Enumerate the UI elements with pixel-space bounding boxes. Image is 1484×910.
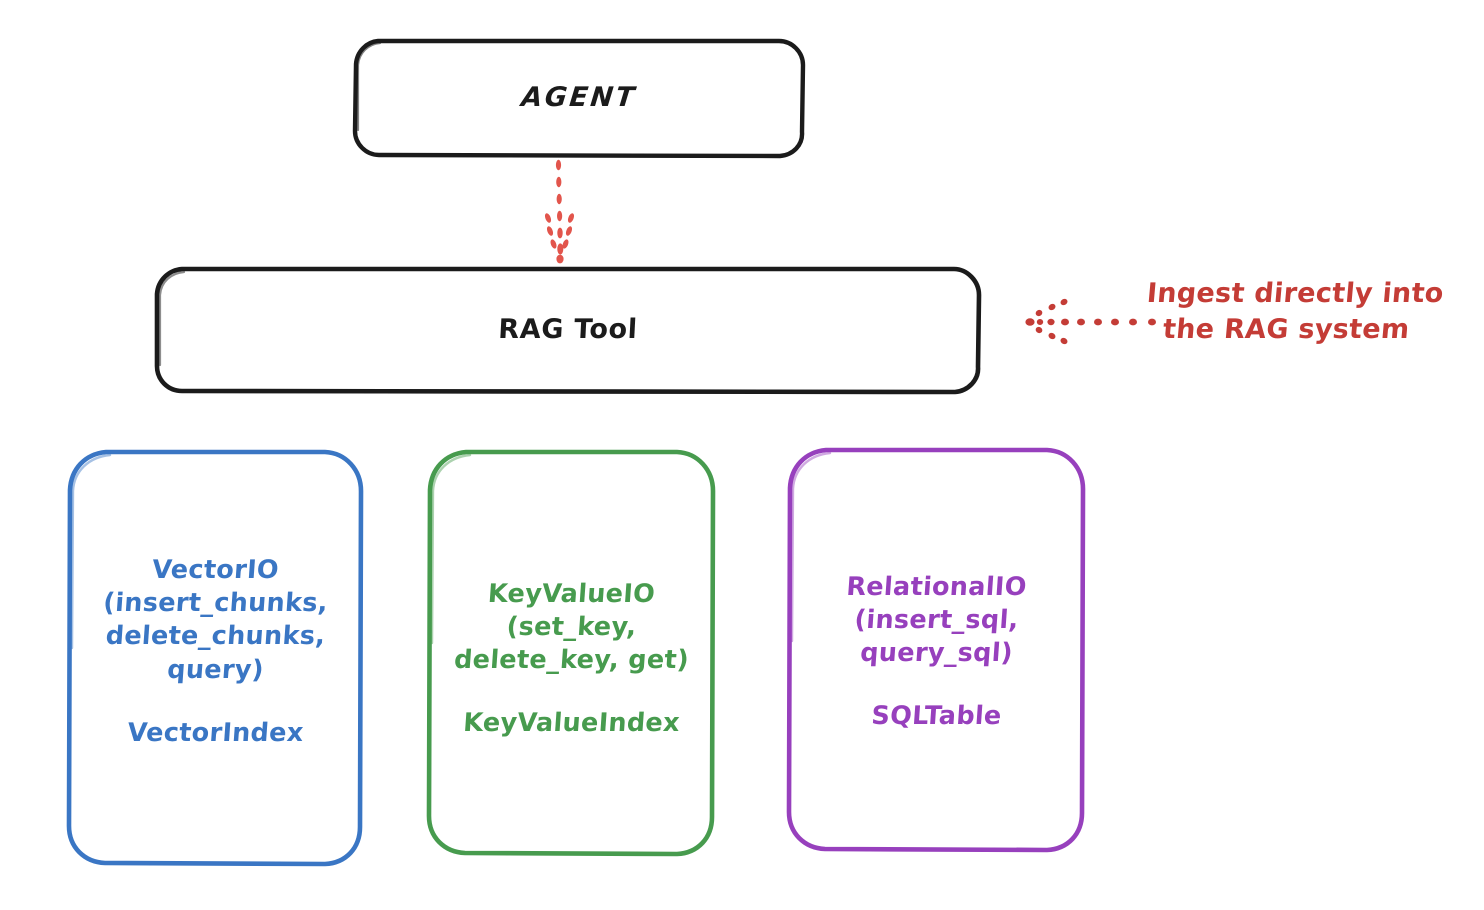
agent-label: AGENT [519,82,639,114]
node-agent[interactable]: AGENT [352,38,806,159]
relational-io-title: RelationalIO [845,571,1028,602]
node-vector-io[interactable]: VectorIO (insert_chunks, delete_chunks, … [66,448,365,868]
key-value-index-label: KeyValueIndex [462,708,681,739]
vector-io-method-line-1: (insert_chunks, [102,588,329,619]
agent-label-stack: AGENT [353,80,805,115]
node-rag-tool[interactable]: RAG Tool [154,266,982,395]
ingest-annotation: Ingest directly into the RAG system [1145,276,1477,347]
relational-io-method-line-1: (insert_sql, [853,604,1020,635]
sql-table-label: SQLTable [870,701,1003,732]
relational-io-label-stack: RelationalIO (insert_sql, query_sql) SQL… [786,571,1087,734]
ingest-annotation-line-2: the RAG system [1161,313,1411,345]
key-value-io-method-line-1: (set_key, [505,611,638,642]
key-value-io-title: KeyValueIO [486,578,657,609]
key-value-io-spacer [432,677,711,707]
key-value-io-method-line-2: delete_key, get) [453,645,690,675]
vector-io-title: VectorIO [151,555,280,586]
ingest-to-rag-arrow [1025,298,1156,345]
rag-tool-label-stack: RAG Tool [154,312,982,347]
vector-index-label: VectorIndex [126,717,305,748]
ingest-annotation-line-1: Ingest directly into [1145,278,1445,309]
key-value-io-label-stack: KeyValueIO (set_key, delete_key, get) Ke… [426,578,717,741]
agent-to-rag-arrow [544,159,575,264]
vector-io-spacer [72,687,359,717]
node-key-value-io[interactable]: KeyValueIO (set_key, delete_key, get) Ke… [426,448,717,858]
node-relational-io[interactable]: RelationalIO (insert_sql, query_sql) SQL… [786,446,1087,854]
relational-io-method-line-2: query_sql) [859,638,1014,668]
relational-io-spacer [792,670,1081,700]
vector-io-method-line-3: query) [166,654,265,685]
vector-io-label-stack: VectorIO (insert_chunks, delete_chunks, … [66,554,365,750]
vector-io-method-line-2: delete_chunks, [104,621,327,652]
rag-tool-label: RAG Tool [497,314,639,346]
